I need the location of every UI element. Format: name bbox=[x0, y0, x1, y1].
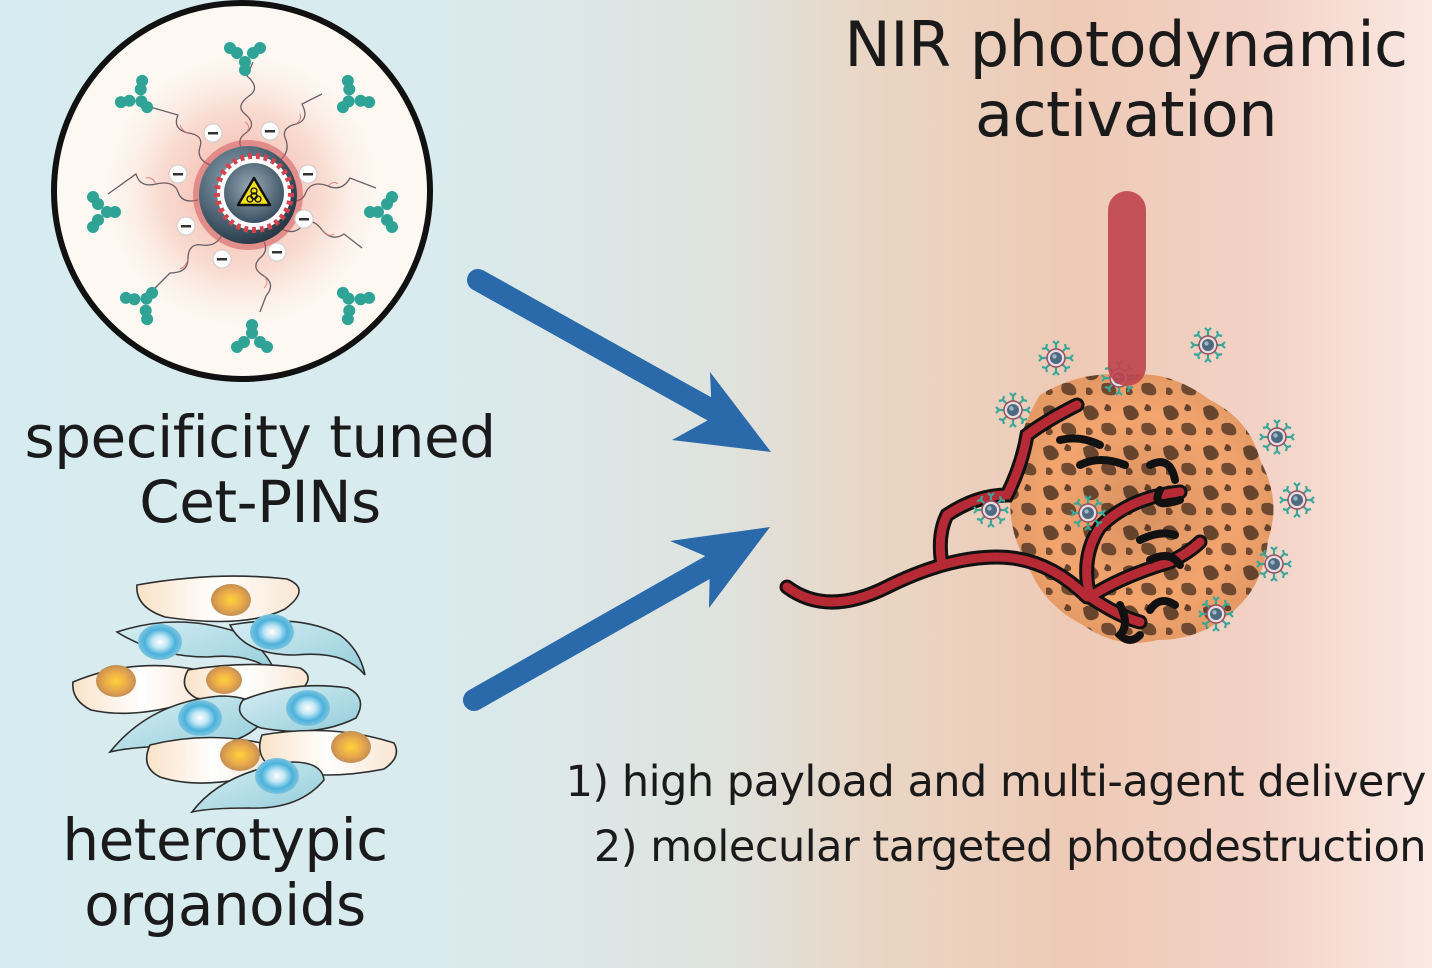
nir-light-beam bbox=[1108, 191, 1146, 386]
biohazard-icon bbox=[236, 176, 272, 207]
activation-label-line: NIR photodynamic bbox=[844, 8, 1408, 81]
cell-blue bbox=[238, 684, 362, 733]
organoids-label: heterotypic organoids bbox=[20, 808, 430, 938]
minus-sign-icon bbox=[267, 242, 287, 262]
surface-charges bbox=[168, 121, 318, 269]
cet-pin-particle bbox=[1258, 418, 1296, 456]
nanoparticle-label-line: specificity tuned bbox=[24, 403, 496, 471]
minus-sign-icon bbox=[260, 121, 280, 141]
arrow-icon bbox=[463, 527, 770, 711]
minus-sign-icon bbox=[294, 209, 314, 229]
cell-blue bbox=[228, 614, 366, 676]
cell-cream bbox=[72, 664, 211, 715]
tumor-organoid bbox=[779, 326, 1316, 644]
cet-pin-particle bbox=[994, 391, 1032, 429]
outcome-item: 1) high payload and multi-agent delivery bbox=[565, 757, 1427, 807]
cell-blue bbox=[190, 758, 325, 814]
cet-pin-particle bbox=[1037, 339, 1075, 377]
minus-sign-icon bbox=[203, 123, 223, 143]
outcomes-list: 1) high payload and multi-agent delivery… bbox=[496, 750, 1427, 879]
arrow-icon bbox=[467, 269, 771, 452]
organoids-label-line: organoids bbox=[84, 870, 366, 939]
cet-pin-particle bbox=[1189, 326, 1227, 364]
outcome-item: 2) molecular targeted photodestruction bbox=[593, 821, 1427, 872]
blood-vessels bbox=[779, 397, 1208, 644]
nanoparticle-label-line: Cet-PINs bbox=[139, 467, 381, 536]
minus-sign-icon bbox=[212, 249, 232, 269]
organoids-label-line: heterotypic bbox=[62, 806, 388, 874]
minus-sign-icon bbox=[176, 216, 196, 236]
cet-pin-nanoparticle bbox=[51, 0, 433, 382]
organoid-cells bbox=[72, 575, 398, 814]
minus-sign-icon bbox=[168, 164, 188, 184]
minus-sign-icon bbox=[298, 164, 318, 184]
cell-cream bbox=[136, 575, 300, 623]
activation-label-line: activation bbox=[974, 78, 1278, 152]
cet-pin-particle bbox=[1278, 481, 1316, 519]
nanoparticle-label: specificity tuned Cet-PINs bbox=[10, 405, 510, 535]
flow-arrows bbox=[463, 269, 771, 711]
activation-label: NIR photodynamic activation bbox=[820, 8, 1432, 152]
